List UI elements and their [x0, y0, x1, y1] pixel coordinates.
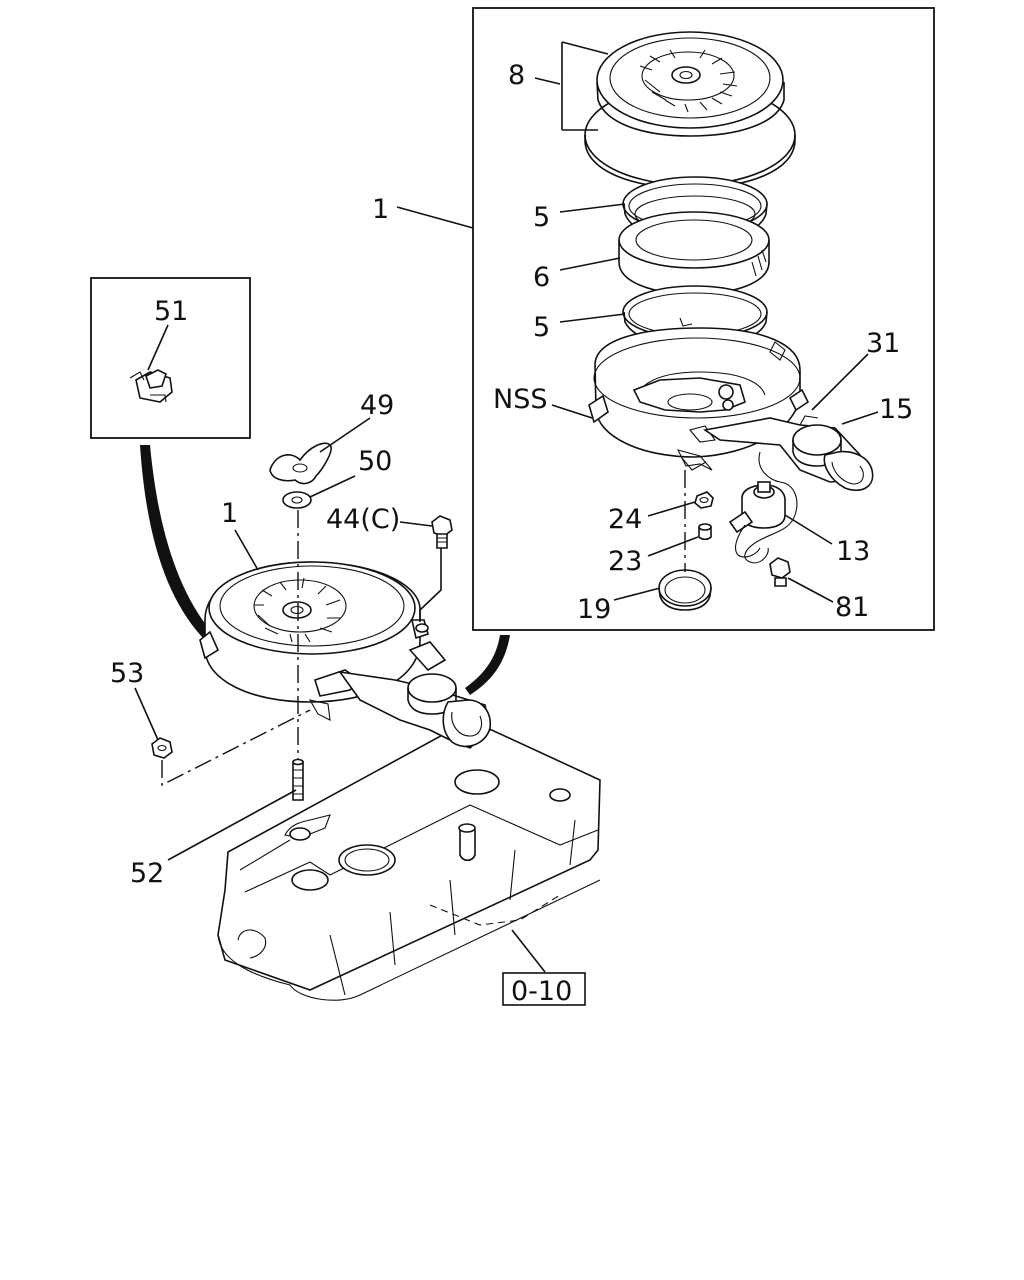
- o-ring-19: [658, 569, 712, 611]
- callout-5-bottom: 5: [533, 312, 550, 343]
- grommet-23: [698, 523, 712, 541]
- leader-44c: [399, 521, 433, 527]
- bolt-44: [431, 515, 453, 549]
- callout-5-top: 5: [533, 202, 550, 233]
- callout-51: 51: [154, 296, 188, 327]
- exploded-view-frame: [472, 7, 935, 631]
- temperature-sensor: [728, 451, 798, 564]
- air-cleaner-body: [588, 327, 810, 471]
- wing-nut-49: [269, 442, 332, 485]
- callout-81: 81: [835, 592, 869, 623]
- leader-5-top: [559, 203, 626, 213]
- air-cleaner-cover: [584, 31, 796, 189]
- leader-49: [319, 417, 371, 453]
- detail-connector-band-right: [465, 635, 510, 695]
- leader-nss: [551, 404, 593, 419]
- callout-1-inset: 1: [372, 194, 389, 225]
- callout-53: 53: [110, 658, 144, 689]
- intake-duct-main: [338, 641, 492, 749]
- detail-connector-band-left: [140, 445, 210, 638]
- leader-1-inset: [396, 206, 474, 229]
- washer-50: [282, 491, 312, 509]
- callout-13: 13: [836, 536, 870, 567]
- engine-head-cover: [217, 719, 601, 1001]
- callout-31: 31: [866, 328, 900, 359]
- leader-23: [647, 536, 699, 557]
- callout-1-main: 1: [221, 498, 238, 529]
- callout-23: 23: [608, 546, 642, 577]
- callout-15: 15: [879, 394, 913, 425]
- callout-nss: NSS: [493, 384, 547, 415]
- leader-6: [559, 257, 621, 271]
- leader-52: [167, 789, 297, 861]
- leader-8: [534, 41, 609, 131]
- reference-box-0-10: [502, 972, 586, 1006]
- leader-51: [147, 324, 169, 371]
- leader-5-bottom: [559, 313, 626, 323]
- callout-44c: 44(C): [326, 504, 400, 535]
- leader-0-10: [511, 929, 546, 973]
- callout-24: 24: [608, 504, 642, 535]
- leader-24: [647, 501, 696, 517]
- head-cover-hidden-edge: [429, 894, 561, 926]
- callout-8: 8: [508, 60, 525, 91]
- bolt-81: [769, 557, 791, 587]
- callout-50: 50: [358, 446, 392, 477]
- leader-15: [841, 411, 879, 425]
- reference-label-0-10: 0-10: [511, 976, 572, 1007]
- nut-53: [151, 737, 173, 759]
- nut-24: [694, 491, 714, 509]
- filter-element: [618, 211, 770, 295]
- callout-52: 52: [130, 858, 164, 889]
- leader-50: [309, 475, 356, 498]
- callout-19: 19: [577, 594, 611, 625]
- centerline-bolt-44: [419, 548, 442, 622]
- air-cleaner-assembly: [199, 561, 429, 721]
- leader-53: [134, 687, 159, 741]
- leader-81: [787, 577, 834, 603]
- clip-detail-frame: [90, 277, 251, 439]
- centerline-nut-53: [161, 709, 311, 787]
- clip-51: [129, 369, 173, 403]
- intake-snorkel: [702, 415, 874, 492]
- leader-13: [784, 514, 833, 545]
- leader-31: [811, 353, 869, 411]
- stud-52: [292, 758, 304, 801]
- leader-19: [613, 587, 661, 601]
- leader-1-main: [234, 529, 259, 571]
- callout-6: 6: [533, 262, 550, 293]
- callout-49: 49: [360, 390, 394, 421]
